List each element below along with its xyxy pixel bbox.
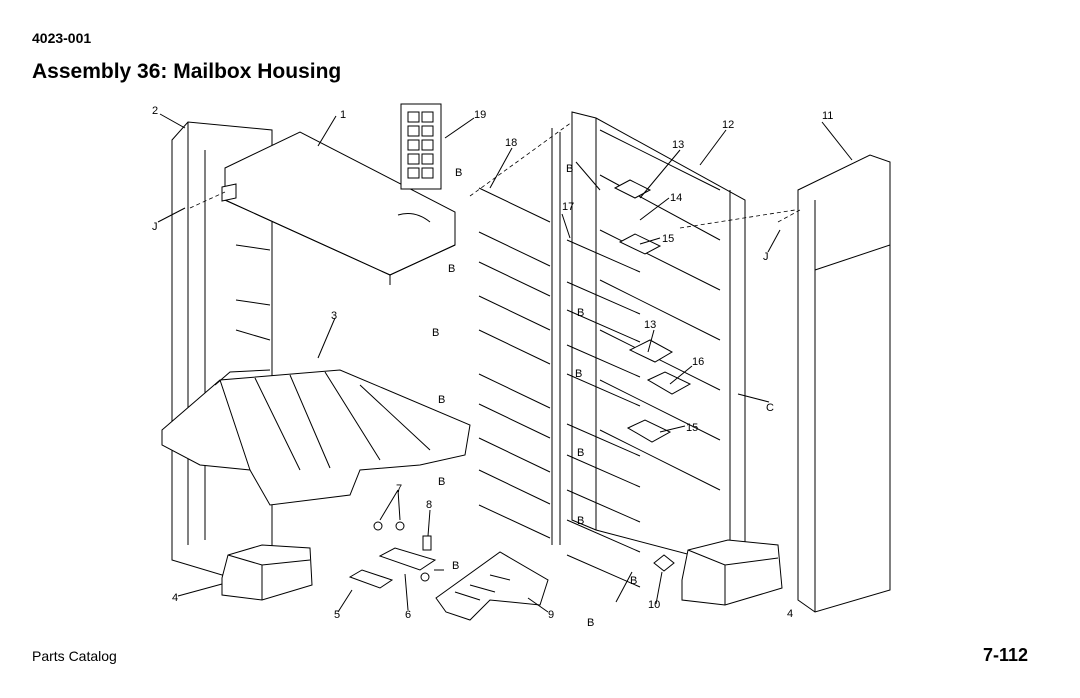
callout-13-mid: 13 bbox=[644, 319, 656, 331]
callout-5: 5 bbox=[334, 609, 340, 621]
inner-brackets bbox=[613, 179, 692, 443]
callout-B-1: B bbox=[455, 167, 462, 179]
callout-B-11: B bbox=[452, 560, 459, 572]
callout-17: 17 bbox=[562, 201, 574, 213]
callout-16: 16 bbox=[692, 356, 704, 368]
callout-B-9: B bbox=[577, 447, 584, 459]
callout-B-6: B bbox=[438, 394, 445, 406]
footer-catalog-label: Parts Catalog bbox=[32, 648, 117, 664]
callout-15-top: 15 bbox=[662, 233, 674, 245]
top-cover bbox=[221, 131, 456, 285]
callout-B-3: B bbox=[448, 263, 455, 275]
small-label bbox=[653, 554, 675, 572]
callout-4-right: 4 bbox=[787, 608, 793, 620]
base-bracket bbox=[435, 551, 549, 621]
callout-B-12: B bbox=[630, 575, 637, 587]
callout-2: 2 bbox=[152, 105, 158, 117]
guide-lines bbox=[189, 121, 801, 229]
slot-rack bbox=[551, 128, 561, 545]
callout-8: 8 bbox=[426, 499, 432, 511]
callout-B-7: B bbox=[575, 368, 582, 380]
callout-7: 7 bbox=[396, 483, 402, 495]
right-foot-cover bbox=[681, 539, 783, 606]
callout-15-bottom: 15 bbox=[686, 422, 698, 434]
callout-B-8: B bbox=[438, 476, 445, 488]
callout-J-right: J bbox=[763, 251, 769, 263]
right-side-cover bbox=[797, 154, 891, 613]
callout-B-13: B bbox=[587, 617, 594, 629]
mailbox-shelves bbox=[478, 187, 641, 588]
callout-3: 3 bbox=[331, 310, 337, 322]
page-number: 7-112 bbox=[982, 645, 1028, 665]
callout-J-left: J bbox=[152, 221, 158, 233]
callout-10: 10 bbox=[648, 599, 660, 611]
callout-11: 11 bbox=[822, 110, 833, 122]
callout-18: 18 bbox=[505, 137, 517, 149]
callout-labels: 1 2 3 4 4 5 6 7 8 9 10 11 12 13 13 14 15… bbox=[152, 105, 833, 629]
callout-B-4: B bbox=[432, 327, 439, 339]
small-brackets bbox=[348, 521, 437, 589]
left-foot-cover bbox=[221, 544, 313, 601]
callout-B-5: B bbox=[577, 307, 584, 319]
label-sheet bbox=[400, 103, 442, 190]
callout-1: 1 bbox=[340, 109, 346, 121]
document-number: 4023-001 bbox=[32, 30, 92, 46]
housing-panel bbox=[571, 111, 746, 561]
callout-13-top: 13 bbox=[672, 139, 684, 151]
page-title: Assembly 36: Mailbox Housing bbox=[32, 60, 342, 83]
callout-9: 9 bbox=[548, 609, 554, 621]
callout-C: C bbox=[766, 402, 774, 414]
leader-lines bbox=[157, 113, 853, 613]
callout-12: 12 bbox=[722, 119, 734, 131]
callout-19: 19 bbox=[474, 109, 486, 121]
output-tray bbox=[161, 369, 471, 506]
callout-4-left: 4 bbox=[172, 592, 178, 604]
callout-14: 14 bbox=[670, 192, 682, 204]
callout-B-2: B bbox=[566, 163, 573, 175]
callout-B-10: B bbox=[577, 515, 584, 527]
callout-6: 6 bbox=[405, 609, 411, 621]
